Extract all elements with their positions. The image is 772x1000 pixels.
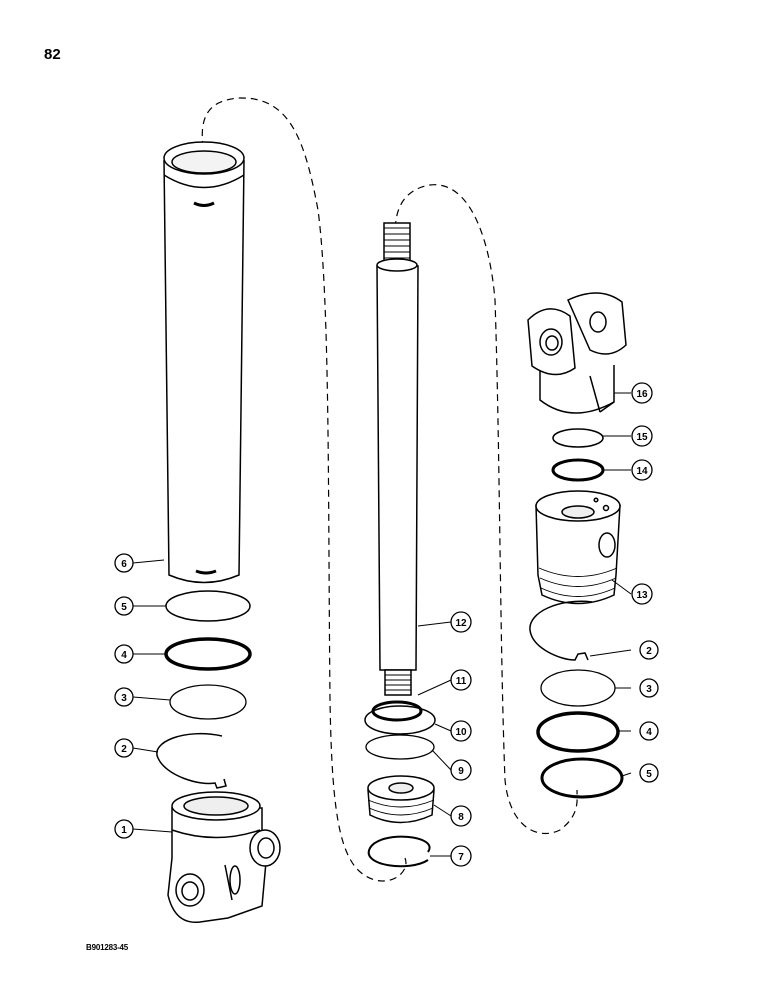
callout-label: 1 — [121, 825, 127, 836]
leader-lines — [132, 392, 632, 857]
callout-8: 8 — [450, 805, 472, 827]
seal-ring-14 — [551, 458, 605, 482]
callout-label: 4 — [646, 727, 652, 738]
seal-ring-5-left — [165, 590, 251, 622]
seal-ring-4-left — [164, 637, 252, 671]
figure-code: B901283-45 — [86, 943, 129, 952]
backup-ring-10 — [364, 705, 436, 735]
wear-ring-9 — [365, 734, 435, 760]
dashed-connection-lines — [201, 97, 578, 882]
callout-label: 5 — [121, 602, 127, 613]
piston-rod — [376, 222, 419, 696]
callout-label: 16 — [636, 389, 648, 400]
callout-2-left: 2 — [114, 738, 134, 758]
callout-6: 6 — [114, 553, 134, 573]
rod-clevis — [527, 292, 627, 414]
callout-4-right: 4 — [639, 721, 659, 741]
callout-label: 3 — [121, 693, 127, 704]
piston — [367, 775, 435, 824]
callout-label: 13 — [636, 590, 648, 601]
callout-label: 15 — [636, 432, 648, 443]
callout-label: 9 — [458, 766, 464, 777]
callout-11: 11 — [450, 669, 472, 691]
page-number: 82 — [44, 46, 61, 63]
callout-1: 1 — [114, 819, 134, 839]
callout-label: 7 — [458, 852, 464, 863]
callout-label: 8 — [458, 812, 464, 823]
callout-4-left: 4 — [114, 644, 134, 664]
callout-label: 2 — [121, 744, 127, 755]
barrel-tube — [163, 141, 245, 584]
snap-ring-2-right — [529, 600, 593, 661]
callout-label: 14 — [636, 466, 648, 477]
callout-16: 16 — [631, 382, 653, 404]
callout-label: 10 — [455, 727, 467, 738]
seal-ring-4-right — [536, 711, 620, 753]
callout-label: 11 — [456, 676, 467, 687]
seal-ring-11 — [371, 700, 423, 722]
base-end — [167, 791, 281, 923]
callout-label: 12 — [455, 618, 467, 629]
callout-2-right: 2 — [639, 640, 659, 660]
callout-3-right: 3 — [639, 678, 659, 698]
callout-label: 2 — [646, 646, 652, 657]
snap-ring-2-left — [156, 732, 227, 789]
callout-7: 7 — [450, 845, 472, 867]
seal-ring-5-right — [540, 757, 624, 799]
seal-ring-15 — [552, 428, 604, 448]
callout-5-right: 5 — [639, 763, 659, 783]
callout-5-left: 5 — [114, 596, 134, 616]
callout-label: 6 — [121, 559, 127, 570]
callout-13: 13 — [631, 583, 653, 605]
cylinder-head — [535, 490, 621, 605]
callout-label: 3 — [646, 684, 652, 695]
callout-15: 15 — [631, 425, 653, 447]
callout-12: 12 — [450, 611, 472, 633]
callout-3-left: 3 — [114, 687, 134, 707]
callout-14: 14 — [631, 459, 653, 481]
wear-ring-3-right — [540, 669, 616, 707]
callout-9: 9 — [450, 759, 472, 781]
callout-label: 4 — [121, 650, 127, 661]
callout-label: 5 — [646, 769, 652, 780]
wear-ring-3-left — [169, 684, 247, 720]
callout-10: 10 — [450, 720, 472, 742]
retaining-ring-7 — [367, 835, 431, 868]
